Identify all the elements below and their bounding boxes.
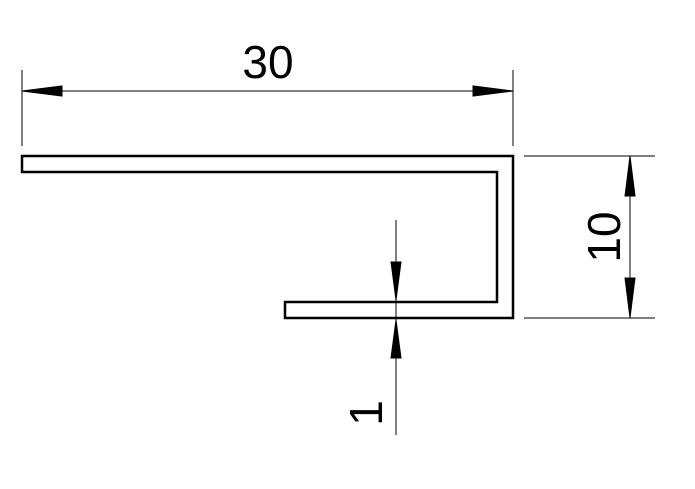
arrow-up-icon [624,155,636,197]
height-dimension [524,155,655,319]
arrow-down-icon [390,261,402,301]
width-label: 30 [242,36,293,88]
thickness-dimension [390,220,402,435]
arrow-up-icon [390,319,402,359]
height-label: 10 [578,211,630,262]
arrow-left-icon [21,85,63,97]
width-dimension [21,70,514,146]
thickness-label: 1 [340,400,392,426]
arrow-down-icon [624,277,636,319]
profile-outline [20,154,515,320]
arrow-right-icon [472,85,514,97]
